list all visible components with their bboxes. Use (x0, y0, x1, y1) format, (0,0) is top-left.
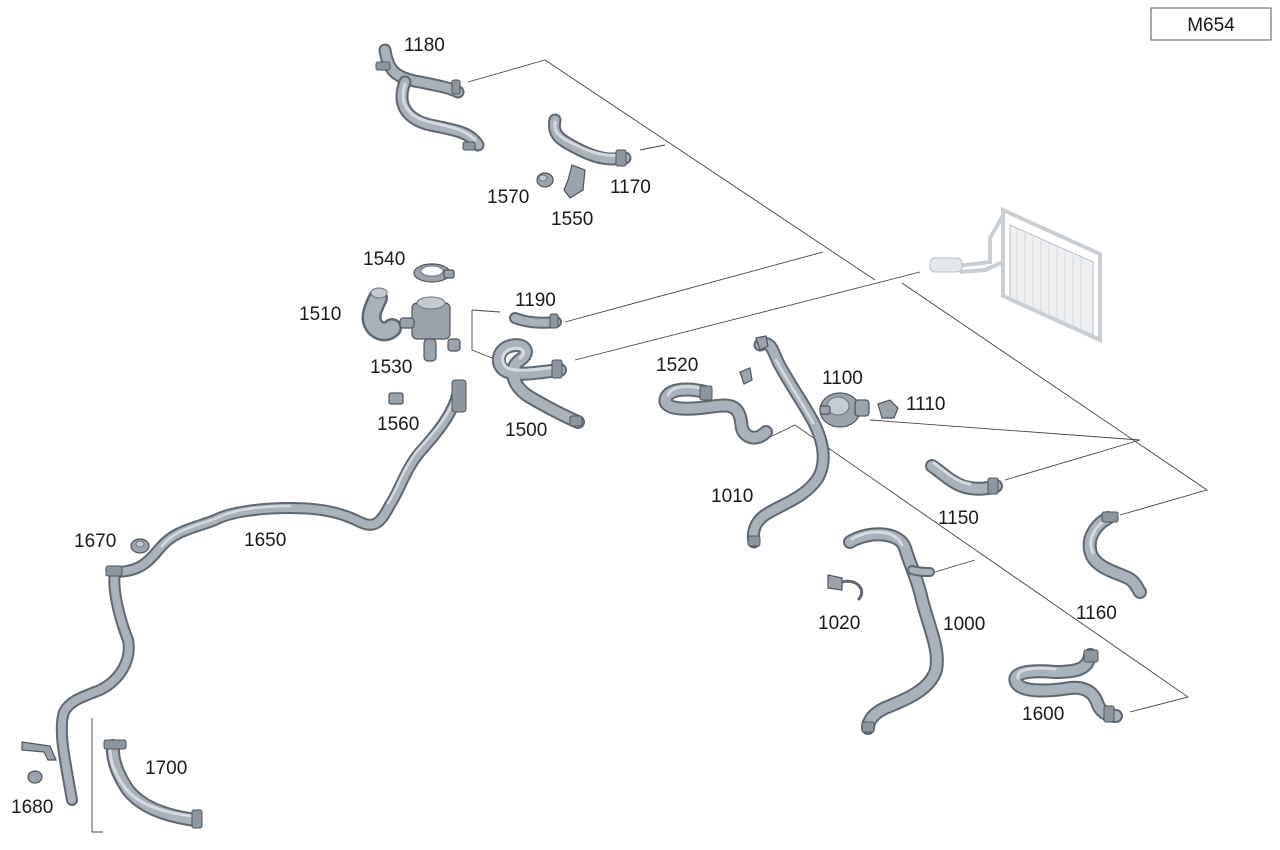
hose-1000 (843, 527, 944, 735)
label-1110: 1110 (906, 394, 945, 415)
label-1150: 1150 (938, 508, 979, 529)
label-1020: 1020 (818, 613, 860, 634)
label-1650: 1650 (244, 530, 286, 551)
label-1190: 1190 (515, 290, 556, 311)
part-1670 (130, 538, 150, 554)
model-badge: M654 (1150, 7, 1272, 41)
part-1570 (536, 172, 554, 188)
label-1670: 1670 (74, 531, 116, 552)
leader-1180 (467, 59, 876, 281)
label-1170: 1170 (610, 177, 651, 198)
label-1180: 1180 (404, 35, 445, 56)
hose-1170 (547, 113, 632, 167)
hose-1600 (1008, 648, 1123, 723)
pump-1100 (819, 392, 870, 428)
label-1680: 1680 (11, 797, 53, 818)
clip-1020 (827, 574, 864, 602)
hose-1180 (375, 43, 485, 152)
leader-1700 (91, 718, 103, 833)
leader-1010 (769, 424, 1190, 713)
label-1570: 1570 (487, 187, 529, 208)
leader-1190 (564, 251, 824, 323)
label-1700: 1700 (145, 758, 187, 779)
label-1500: 1500 (505, 420, 547, 441)
label-1540: 1540 (363, 249, 405, 270)
part-1550 (563, 164, 586, 199)
label-1600: 1600 (1022, 704, 1064, 725)
leader-1500 (574, 271, 921, 361)
leader-1170 (639, 144, 666, 151)
hose-1520 (658, 367, 773, 445)
label-1100: 1100 (822, 368, 863, 389)
line-1650 (55, 379, 467, 806)
leader-1530-1190 (471, 309, 501, 313)
label-1000: 1000 (943, 614, 985, 635)
hose-1160 (1082, 511, 1147, 599)
part-1540 (413, 263, 455, 283)
label-1560: 1560 (377, 414, 419, 435)
label-1550: 1550 (551, 209, 593, 230)
leader-hx-main (901, 282, 1209, 516)
part-labels: 1180 1170 1570 1550 1540 1510 1530 1190 … (11, 35, 1117, 818)
hose-1150 (925, 459, 1003, 496)
leader-1150 (1004, 439, 1141, 481)
heat-exchanger (929, 206, 1102, 344)
label-1160: 1160 (1076, 603, 1117, 624)
leader-1530-1500 (471, 310, 493, 359)
hose-1010 (746, 335, 830, 549)
part-1560 (388, 392, 404, 405)
model-badge-text: M654 (1187, 15, 1235, 36)
hose-1700 (103, 739, 203, 829)
part-1510 (361, 287, 402, 342)
hose-1500 (491, 338, 585, 429)
part-1680 (21, 741, 57, 784)
label-1520: 1520 (656, 355, 698, 376)
valve-1530 (399, 296, 461, 362)
label-1510: 1510 (299, 304, 341, 325)
label-1010: 1010 (711, 486, 753, 507)
hose-1190 (509, 312, 562, 329)
leader-1000 (934, 559, 976, 573)
part-1110 (877, 399, 899, 419)
leader-1100 (869, 419, 1141, 441)
label-1530: 1530 (370, 357, 412, 378)
leader-lines (91, 59, 1209, 833)
